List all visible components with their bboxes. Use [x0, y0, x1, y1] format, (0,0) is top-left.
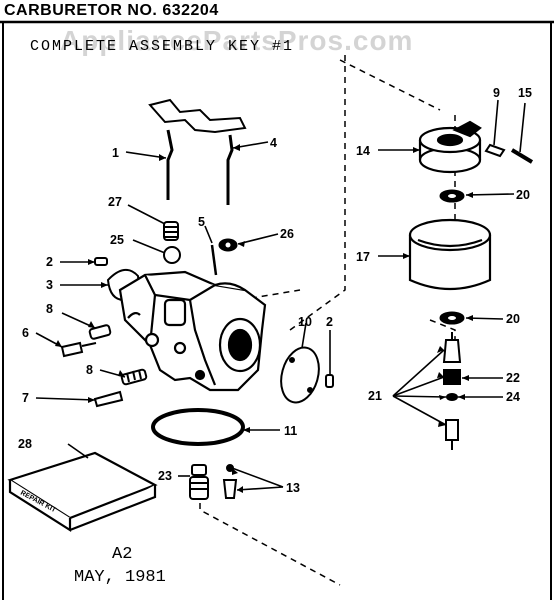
needle-part-4 [226, 134, 234, 205]
callout-10: 10 [298, 315, 312, 329]
callout-5: 5 [198, 215, 205, 229]
callout-24: 24 [506, 390, 520, 404]
callout-28: 28 [18, 437, 32, 451]
callout-8-upper: 8 [46, 302, 53, 316]
callout-13: 13 [286, 481, 300, 495]
callout-25-label: 25 [110, 233, 124, 247]
jet-23 [189, 464, 209, 500]
callout-11: 11 [284, 424, 297, 438]
callout-20-upper: 20 [516, 188, 530, 202]
diagram-title: CARBURETOR NO. 632204 [4, 2, 219, 19]
callout-20-lower: 20 [506, 312, 520, 326]
callout-1: 1 [112, 146, 119, 160]
washer-25 [163, 246, 181, 264]
callout-2-right: 2 [326, 315, 333, 329]
footer-date: MAY, 1981 [74, 568, 166, 587]
spring-8-upper [88, 324, 112, 340]
callout-14: 14 [356, 144, 370, 158]
callout-6: 6 [22, 326, 29, 340]
callout-22: 22 [506, 371, 520, 385]
diaphragm-10 [280, 346, 320, 404]
bolt-parts-21 [442, 332, 462, 450]
spring-27 [163, 221, 179, 241]
screw-7 [93, 390, 124, 408]
gasket-ring-11 [151, 408, 245, 446]
screw-6 [60, 341, 97, 358]
footer-code: A2 [112, 545, 133, 564]
callout-26: 26 [280, 227, 294, 241]
callout-labels: 1 4 27 25 5 26 2 3 8 6 8 7 10 2 11 28 23… [18, 86, 532, 495]
callout-15: 15 [518, 86, 532, 100]
carburetor-body [118, 270, 267, 392]
needle-part-1 [166, 129, 174, 200]
screw-2-left [94, 257, 108, 266]
callout-7: 7 [22, 391, 29, 405]
leader-arrowheads [55, 144, 473, 493]
callout-4: 4 [270, 136, 277, 150]
watermark: AppliancePartsPros.com [60, 25, 414, 56]
callout-3: 3 [46, 278, 53, 292]
callout-27: 27 [108, 195, 122, 209]
needle-valve-13 [222, 464, 238, 499]
callout-21: 21 [368, 389, 382, 403]
spring-8-lower [120, 368, 148, 386]
callout-23: 23 [158, 469, 172, 483]
diagram-subtitle: COMPLETE ASSEMBLY KEY #1 [30, 38, 295, 55]
repair-kit-28 [7, 451, 158, 532]
float-bowl-17 [408, 218, 492, 291]
callout-8-lower: 8 [86, 363, 93, 377]
bowl-cap-14 [418, 120, 482, 174]
linkage-plate [148, 98, 247, 134]
spring-9 [484, 143, 506, 158]
callout-17: 17 [356, 250, 370, 264]
callout-2-left: 2 [46, 255, 53, 269]
callout-9: 9 [493, 86, 500, 100]
